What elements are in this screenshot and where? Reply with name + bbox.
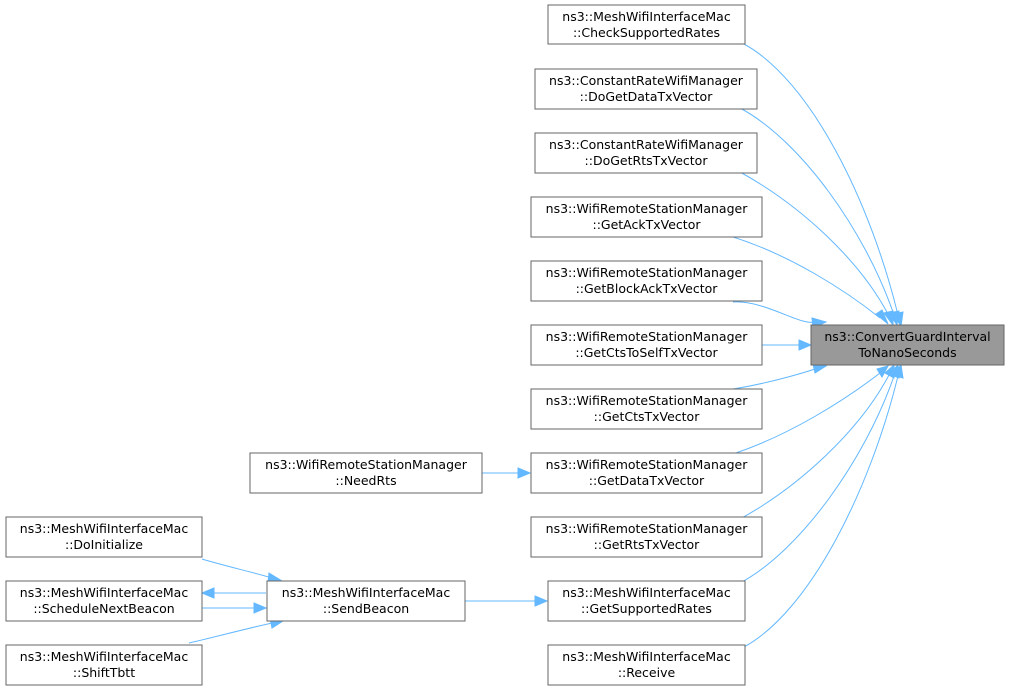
svg-text:ns3::WifiRemoteStationManager: ns3::WifiRemoteStationManager	[546, 201, 749, 216]
svg-text:::GetSupportedRates: ::GetSupportedRates	[581, 601, 712, 616]
edge-get-data-tx-vector-to-root	[732, 365, 890, 455]
svg-text:::NeedRts: ::NeedRts	[335, 473, 396, 488]
node-check-supported-rates[interactable]: ns3::MeshWifiInterfaceMac ::CheckSupport…	[547, 4, 746, 45]
svg-text:ns3::WifiRemoteStationManager: ns3::WifiRemoteStationManager	[546, 393, 749, 408]
svg-text:ns3::MeshWifiInterfaceMac: ns3::MeshWifiInterfaceMac	[20, 649, 189, 664]
edge-receive-to-root	[743, 363, 904, 648]
svg-text:::Receive: ::Receive	[618, 665, 676, 680]
svg-text:ns3::MeshWifiInterfaceMac: ns3::MeshWifiInterfaceMac	[282, 585, 451, 600]
svg-text:ns3::WifiRemoteStationManager: ns3::WifiRemoteStationManager	[546, 265, 749, 280]
edge-send-beacon-to-schedule-next-beacon	[200, 587, 266, 599]
edge-do-initialize-to-send-beacon	[201, 558, 284, 584]
svg-text:::DoInitialize: ::DoInitialize	[65, 537, 143, 552]
node-get-cts-tx-vector[interactable]: ns3::WifiRemoteStationManager ::GetCtsTx…	[530, 388, 763, 430]
svg-text:ns3::MeshWifiInterfaceMac: ns3::MeshWifiInterfaceMac	[20, 585, 189, 600]
svg-text:::CheckSupportedRates: ::CheckSupportedRates	[573, 25, 720, 40]
node-do-get-data-tx-vector[interactable]: ns3::ConstantRateWifiManager ::DoGetData…	[534, 68, 758, 110]
svg-text:ns3::MeshWifiInterfaceMac: ns3::MeshWifiInterfaceMac	[20, 521, 189, 536]
svg-text:::GetRtsTxVector: ::GetRtsTxVector	[594, 537, 701, 552]
node-get-ack-tx-vector[interactable]: ns3::WifiRemoteStationManager ::GetAckTx…	[530, 196, 763, 238]
edge-get-ack-tx-vector-to-root	[732, 236, 889, 325]
svg-text:ns3::MeshWifiInterfaceMac: ns3::MeshWifiInterfaceMac	[562, 585, 731, 600]
edge-get-block-ack-tx-vector-to-root	[732, 301, 828, 329]
svg-text:::ShiftTbtt: ::ShiftTbtt	[73, 665, 135, 680]
svg-text:::GetCtsTxVector: ::GetCtsTxVector	[594, 409, 701, 424]
node-shift-tbtt[interactable]: ns3::MeshWifiInterfaceMac ::ShiftTbtt	[5, 644, 203, 686]
svg-text:ns3::ConstantRateWifiManager: ns3::ConstantRateWifiManager	[549, 137, 744, 152]
svg-text:::ScheduleNextBeacon: ::ScheduleNextBeacon	[33, 601, 174, 616]
node-do-initialize[interactable]: ns3::MeshWifiInterfaceMac ::DoInitialize	[5, 516, 203, 558]
node-get-block-ack-tx-vector[interactable]: ns3::WifiRemoteStationManager ::GetBlock…	[530, 260, 763, 302]
svg-text:::GetBlockAckTxVector: ::GetBlockAckTxVector	[576, 281, 719, 296]
svg-text:ns3::MeshWifiInterfaceMac: ns3::MeshWifiInterfaceMac	[562, 649, 731, 664]
svg-text:ns3::WifiRemoteStationManager: ns3::WifiRemoteStationManager	[546, 521, 749, 536]
svg-text:::GetAckTxVector: ::GetAckTxVector	[592, 217, 701, 232]
root-line1: ns3::ConvertGuardInterval	[824, 329, 990, 344]
node-get-data-tx-vector[interactable]: ns3::WifiRemoteStationManager ::GetDataT…	[530, 452, 763, 494]
svg-text:::GetDataTxVector: ::GetDataTxVector	[589, 473, 705, 488]
svg-text:ns3::ConstantRateWifiManager: ns3::ConstantRateWifiManager	[549, 73, 744, 88]
edge-schedule-next-beacon-to-send-beacon	[202, 602, 268, 614]
edge-do-get-rts-tx-vector-to-root	[739, 171, 894, 327]
edge-get-cts-to-self-tx-vector-to-root	[762, 339, 813, 351]
node-get-supported-rates[interactable]: ns3::MeshWifiInterfaceMac ::GetSupported…	[547, 580, 746, 622]
node-root-convert-guard-interval[interactable]: ns3::ConvertGuardInterval ToNanoSeconds	[810, 324, 1005, 366]
edge-get-cts-tx-vector-to-root	[732, 363, 828, 390]
root-line2: ToNanoSeconds	[857, 345, 956, 360]
node-get-rts-tx-vector[interactable]: ns3::WifiRemoteStationManager ::GetRtsTx…	[530, 516, 763, 558]
svg-text:ns3::WifiRemoteStationManager: ns3::WifiRemoteStationManager	[546, 329, 749, 344]
edge-send-beacon-to-get-supported-rates	[465, 595, 549, 607]
svg-text:ns3::WifiRemoteStationManager: ns3::WifiRemoteStationManager	[265, 457, 468, 472]
node-receive[interactable]: ns3::MeshWifiInterfaceMac ::Receive	[547, 644, 746, 686]
node-do-get-rts-tx-vector[interactable]: ns3::ConstantRateWifiManager ::DoGetRtsT…	[534, 132, 758, 174]
node-need-rts[interactable]: ns3::WifiRemoteStationManager ::NeedRts	[249, 452, 483, 494]
svg-text:ns3::WifiRemoteStationManager: ns3::WifiRemoteStationManager	[546, 457, 749, 472]
svg-text:::GetCtsToSelfTxVector: ::GetCtsToSelfTxVector	[575, 345, 718, 360]
node-send-beacon[interactable]: ns3::MeshWifiInterfaceMac ::SendBeacon	[266, 580, 466, 622]
edge-need-rts-to-get-data-tx-vector	[482, 467, 532, 479]
svg-text:ns3::MeshWifiInterfaceMac: ns3::MeshWifiInterfaceMac	[562, 9, 731, 24]
svg-text:::DoGetDataTxVector: ::DoGetDataTxVector	[580, 89, 714, 104]
node-get-cts-to-self-tx-vector[interactable]: ns3::WifiRemoteStationManager ::GetCtsTo…	[530, 324, 763, 366]
edge-shift-tbtt-to-send-beacon	[188, 617, 285, 644]
svg-text:::SendBeacon: ::SendBeacon	[323, 601, 409, 616]
svg-text:::DoGetRtsTxVector: ::DoGetRtsTxVector	[585, 153, 709, 168]
node-schedule-next-beacon[interactable]: ns3::MeshWifiInterfaceMac ::ScheduleNext…	[5, 580, 203, 622]
